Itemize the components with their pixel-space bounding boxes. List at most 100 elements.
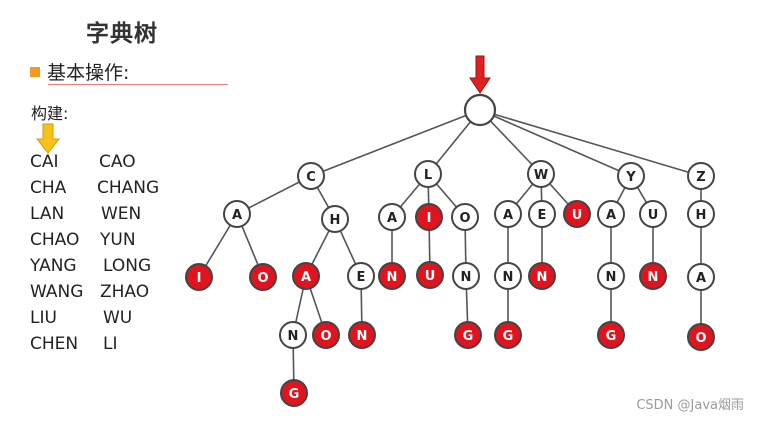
node-WU: U (563, 200, 591, 228)
node-circle-CHAN (279, 321, 307, 349)
word-right-6: WU (103, 308, 133, 328)
node-YU: U (639, 200, 667, 228)
watermark: CSDN @Java烟雨 (636, 398, 744, 413)
trie-edges (198, 109, 702, 394)
node-circle-LIU (416, 261, 444, 289)
node-circle-WAN (494, 262, 522, 290)
node-circle-WE (528, 200, 556, 228)
page-title: 字典树 (86, 21, 158, 47)
node-label-CHA: A (301, 270, 311, 285)
node-LON: N (452, 262, 480, 290)
node-label-CHEN: N (357, 329, 368, 344)
node-label-L: L (424, 168, 432, 183)
node-circle-WA (494, 200, 522, 228)
node-WANG: G (494, 321, 522, 349)
node-label-YA: A (606, 208, 616, 223)
node-label-CHAO: O (320, 329, 331, 344)
node-label-Y: Y (625, 170, 636, 185)
node-label-LO: O (459, 211, 470, 226)
word-right-5: ZHAO (100, 282, 150, 302)
node-CAI: I (185, 263, 213, 291)
node-circle-CHA (292, 262, 320, 290)
node-label-YUN: N (648, 270, 659, 285)
word-left-7: CHEN (30, 334, 79, 354)
node-circle-W (527, 160, 555, 188)
node-ZHA: A (687, 263, 715, 291)
node-ZHAO: O (687, 323, 715, 351)
word-left-1: CHA (30, 178, 67, 198)
node-CHAN: N (279, 321, 307, 349)
node-LI: I (415, 203, 443, 231)
node-circle-ZH (687, 200, 715, 228)
edge-root-Z (479, 109, 702, 177)
node-label-W: W (534, 168, 548, 183)
node-label-WAN: N (503, 270, 514, 285)
node-label-CA: A (232, 208, 242, 223)
node-root (463, 93, 497, 127)
word-left-4: YANG (30, 256, 77, 276)
node-circle-Y (617, 162, 645, 190)
word-right-7: LI (103, 334, 118, 354)
node-label-CHE: E (357, 270, 366, 285)
node-label-Z: Z (696, 170, 705, 185)
node-circle-YAN (597, 262, 625, 290)
down-arrow-yellow-icon (35, 123, 61, 154)
word-left-2: LAN (30, 204, 65, 224)
node-CAO: O (249, 263, 277, 291)
word-right-2: WEN (101, 204, 142, 224)
word-right-3: YUN (100, 230, 136, 250)
node-circle-YU (639, 200, 667, 228)
node-circle-WANG (494, 321, 522, 349)
node-circle-CAI (185, 263, 213, 291)
node-label-CAI: I (197, 271, 202, 286)
node-CHEN: N (348, 321, 376, 349)
node-label-LI: I (427, 211, 432, 226)
node-circle-LI (415, 203, 443, 231)
node-label-CAO: O (257, 271, 268, 286)
node-W: W (527, 160, 555, 188)
node-circle-Z (687, 162, 715, 190)
node-circle-L (414, 160, 442, 188)
node-YA: A (597, 200, 625, 228)
node-ZH: H (687, 200, 715, 228)
node-LAN: N (378, 262, 406, 290)
node-label-C: C (306, 170, 316, 185)
node-circle-YUN (639, 262, 667, 290)
node-circle-LON (452, 262, 480, 290)
node-circle-CHANG (280, 379, 308, 407)
word-left-0: CAI (30, 152, 59, 172)
node-YUN: N (639, 262, 667, 290)
node-YAN: N (597, 262, 625, 290)
node-L: L (414, 160, 442, 188)
node-label-CH: H (330, 213, 341, 228)
word-right-4: LONG (103, 256, 152, 276)
node-label-WA: A (503, 208, 513, 223)
bullet-square-icon (30, 66, 40, 77)
node-label-LIU: U (425, 269, 436, 284)
node-YANG: G (597, 321, 625, 349)
node-circle-CHEN (348, 321, 376, 349)
node-circle-ZHAO (687, 323, 715, 351)
word-right-0: CAO (99, 152, 136, 172)
node-CA: A (223, 200, 251, 228)
node-WE: E (528, 200, 556, 228)
section-heading: 基本操作: (30, 58, 129, 85)
node-circle-LAN (378, 262, 406, 290)
node-WEN: N (528, 262, 556, 290)
node-LO: O (451, 203, 479, 231)
node-circle-CH (321, 205, 349, 233)
node-label-YAN: N (606, 270, 617, 285)
node-label-LON: N (461, 270, 472, 285)
node-label-CHAN: N (288, 329, 299, 344)
node-label-WE: E (538, 208, 547, 223)
node-C: C (297, 162, 325, 190)
node-CH: H (321, 205, 349, 233)
node-circle-root (463, 93, 497, 127)
node-label-ZHAO: O (695, 331, 706, 346)
node-circle-CHAO (312, 321, 340, 349)
node-LIU: U (416, 261, 444, 289)
node-WAN: N (494, 262, 522, 290)
node-circle-YANG (597, 321, 625, 349)
node-circle-WU (563, 200, 591, 228)
